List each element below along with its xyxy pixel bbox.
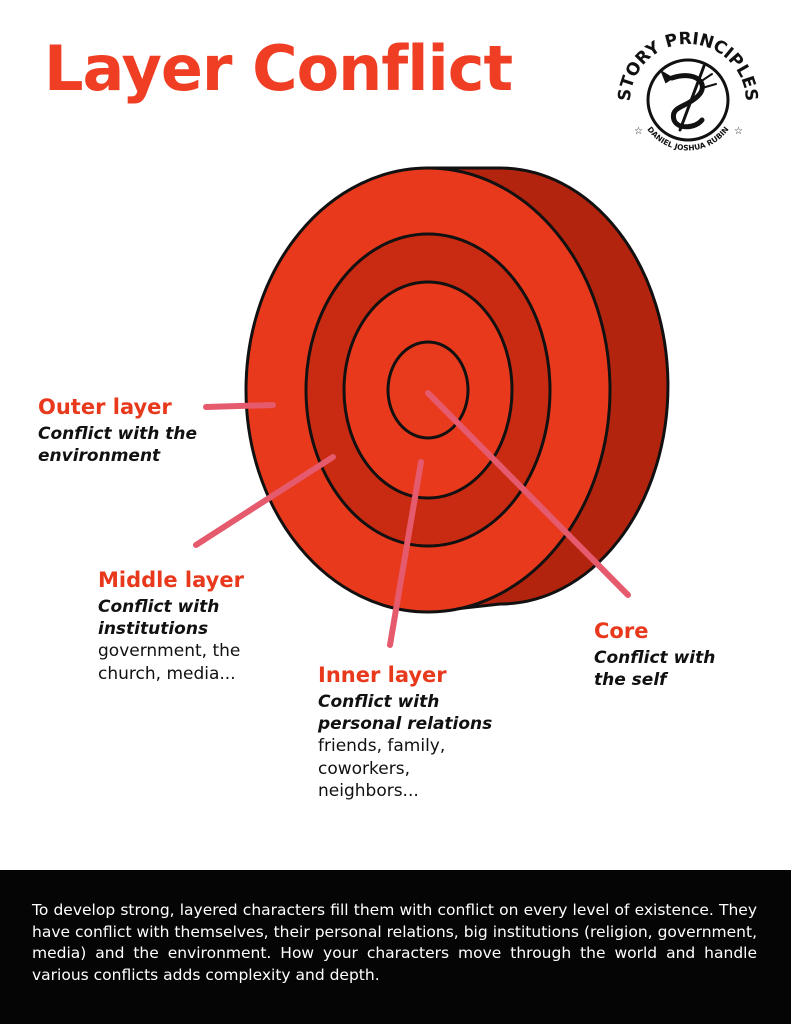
outer-layer-label: Outer layer Conflict with the environmen… bbox=[38, 394, 238, 467]
star-icon: ☆ bbox=[634, 126, 643, 137]
outer-layer-subtitle: Conflict with the environment bbox=[38, 424, 198, 467]
middle-layer-title: Middle layer bbox=[98, 568, 244, 592]
outer-layer-title: Outer layer bbox=[38, 395, 172, 419]
inner-layer-examples: friends, family, coworkers, neighbors... bbox=[318, 736, 446, 801]
core-pointer bbox=[425, 390, 631, 598]
page-title: Layer Conflict bbox=[44, 32, 513, 105]
footer-panel: To develop strong, layered characters fi… bbox=[0, 870, 791, 1024]
dragon-icon bbox=[659, 64, 717, 132]
core-subtitle: Conflict with the self bbox=[594, 648, 716, 691]
inner-layer-subtitle: Conflict with personal relations bbox=[318, 692, 493, 735]
story-principles-logo: STORY PRINCIPLES DANIEL JOSHUA RUBIN ☆ ☆ bbox=[615, 29, 761, 153]
inner-pointer bbox=[387, 459, 424, 648]
inner-layer-label: Inner layer Conflict with personal relat… bbox=[318, 662, 518, 802]
star-icon: ☆ bbox=[734, 126, 743, 137]
layer-target-diagram bbox=[193, 166, 670, 648]
footer-description: To develop strong, layered characters fi… bbox=[32, 901, 757, 985]
middle-layer-label: Middle layer Conflict with institutions … bbox=[98, 567, 288, 685]
core-label: Core Conflict with the self bbox=[594, 618, 744, 691]
middle-pointer bbox=[193, 454, 336, 548]
middle-layer-subtitle: Conflict with institutions bbox=[98, 597, 220, 640]
inner-layer-title: Inner layer bbox=[318, 663, 447, 687]
outer-pointer bbox=[203, 402, 276, 410]
core-title: Core bbox=[594, 619, 649, 643]
middle-layer-examples: government, the church, media... bbox=[98, 641, 241, 684]
